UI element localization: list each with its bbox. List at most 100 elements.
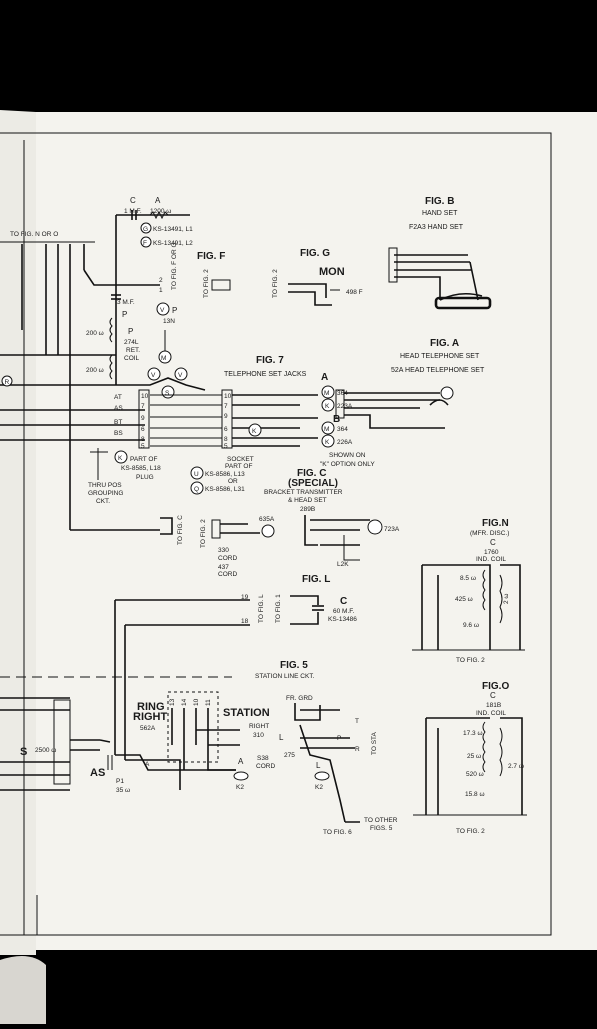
svg-text:K2: K2 [236, 784, 244, 791]
svg-text:M: M [161, 355, 166, 362]
v-circle-right [174, 367, 188, 381]
svg-text:PART OF: PART OF [225, 463, 252, 470]
station-label: STATION [223, 707, 270, 719]
svg-text:17.3 ω: 17.3 ω [463, 730, 483, 737]
bottom-left-circuit: S 2500 ω AS 35 ω P1 [0, 676, 232, 794]
svg-text:2: 2 [159, 277, 163, 284]
svg-text:1760: 1760 [484, 549, 499, 556]
fig-o: FIG.O C 181B IND. COIL 17.3 ω 25 ω 520 ω… [413, 681, 527, 835]
svg-text:F: F [143, 240, 147, 247]
r2-200: 200 ω [86, 367, 104, 374]
svg-text:CORD: CORD [256, 763, 275, 770]
g-part: KS-13491, L1 [153, 226, 193, 233]
a-value: 1200 ω [150, 208, 171, 215]
cap-3mf: 3 M.F. [117, 299, 135, 306]
fig-a-title: FIG. A [430, 338, 459, 349]
c-value: 1 M.F. [124, 208, 142, 215]
svg-text:226A: 226A [337, 439, 353, 446]
fig-g: FIG. G TO FIG. 2 MON 498 F [272, 248, 363, 306]
svg-text:CORD: CORD [218, 555, 237, 562]
svg-text:K: K [252, 428, 257, 435]
fig-c-title: FIG. C [297, 468, 326, 479]
v-circle-top [156, 302, 170, 316]
svg-text:6: 6 [141, 426, 145, 433]
fig-n: FIG.N (MFR. DISC.) C 1760 IND. COIL 8.5 … [412, 518, 525, 664]
svg-text:IND. COIL: IND. COIL [476, 556, 506, 563]
paper-curl [0, 956, 46, 1024]
svg-text:14: 14 [181, 698, 188, 706]
svg-text:P1: P1 [116, 778, 124, 785]
svg-text:RIGHT: RIGHT [133, 711, 168, 723]
svg-text:10: 10 [193, 698, 200, 706]
svg-text:TO FIG. C: TO FIG. C [177, 515, 184, 545]
fig-o-title: FIG.O [482, 681, 509, 692]
svg-text:V: V [151, 372, 156, 379]
paper-left-strip [0, 110, 36, 955]
fig-5-title: FIG. 5 [280, 660, 308, 671]
bracket-transmitter [367, 519, 383, 535]
mon-label: MON [319, 266, 345, 278]
p2-part: 13N [163, 318, 175, 325]
fig-l-title: FIG. L [302, 574, 330, 585]
svg-text:L: L [316, 761, 321, 770]
svg-text:15.8 ω: 15.8 ω [465, 791, 485, 798]
p2-label: P [172, 306, 177, 315]
svg-text:OR: OR [228, 478, 238, 485]
svg-text:275: 275 [284, 752, 295, 759]
svg-text:C: C [340, 596, 347, 607]
svg-text:C: C [490, 691, 496, 700]
svg-text:364: 364 [337, 390, 348, 397]
c-label: C [130, 196, 136, 205]
ring-label: RING [137, 701, 165, 713]
paper-sheet [36, 112, 597, 950]
svg-text:425 ω: 425 ω [455, 596, 473, 603]
svg-text:10: 10 [224, 393, 232, 400]
svg-text:L2K: L2K [337, 561, 349, 568]
svg-text:KS-13486: KS-13486 [328, 616, 357, 623]
svg-text:C: C [490, 538, 496, 547]
a-label: A [155, 196, 161, 205]
svg-text:2.7 ω: 2.7 ω [508, 763, 524, 770]
plug-635a: 635A [259, 516, 275, 523]
svg-text:289B: 289B [300, 506, 315, 513]
svg-text:HEAD TELEPHONE SET: HEAD TELEPHONE SET [400, 353, 480, 360]
svg-text:BRACKET TRANSMITTER: BRACKET TRANSMITTER [264, 489, 343, 496]
fig-7: FIG. 7 TELEPHONE SET JACKS A B M 364 K 2… [88, 355, 375, 505]
svg-text:KS-8586, L13: KS-8586, L13 [205, 471, 245, 478]
svg-text:8: 8 [141, 436, 145, 443]
handset-shape [434, 296, 492, 310]
fig-a: FIG. A HEAD TELEPHONE SET 52A HEAD TELEP… [335, 338, 485, 429]
socket-strip [221, 389, 233, 449]
svg-text:K: K [325, 439, 330, 446]
fig-f-title: FIG. F [197, 251, 225, 262]
svg-text:R: R [355, 746, 360, 753]
svg-text:35 ω: 35 ω [116, 787, 130, 794]
s-label: S [20, 746, 27, 758]
svg-text:G: G [143, 226, 148, 233]
svg-text:U: U [194, 471, 199, 478]
svg-text:KS-8586, L31: KS-8586, L31 [205, 486, 245, 493]
svg-text:PART OF: PART OF [130, 456, 157, 463]
coil-winding-2 [109, 354, 113, 380]
fig-c: FIG. C (SPECIAL) BRACKET TRANSMITTER & H… [70, 468, 400, 578]
svg-text:SHOWN ON: SHOWN ON [329, 452, 366, 459]
svg-text:STATION LINE CKT.: STATION LINE CKT. [255, 673, 315, 680]
fig-b-title: FIG. B [425, 196, 454, 207]
fig-f: FIG. F TO FIG. 2 2 1 [159, 251, 231, 298]
resistor-a [149, 210, 169, 220]
svg-text:6: 6 [224, 426, 228, 433]
to-fig-f-or-g: TO FIG. F OR G [171, 242, 178, 290]
svg-text:223A: 223A [337, 403, 353, 410]
row-as: AS [114, 405, 123, 412]
svg-text:(SPECIAL): (SPECIAL) [288, 478, 338, 489]
svg-text:5: 5 [141, 443, 145, 450]
svg-text:RET.: RET. [126, 347, 140, 354]
svg-text:P: P [337, 735, 341, 742]
svg-text:TO FIG. 2: TO FIG. 2 [203, 269, 210, 298]
svg-text:A: A [145, 761, 150, 768]
fig-g-part: 498 F [346, 289, 363, 296]
svg-text:723A: 723A [384, 526, 400, 533]
svg-text:Q: Q [194, 486, 199, 493]
svg-text:11: 11 [205, 699, 212, 706]
